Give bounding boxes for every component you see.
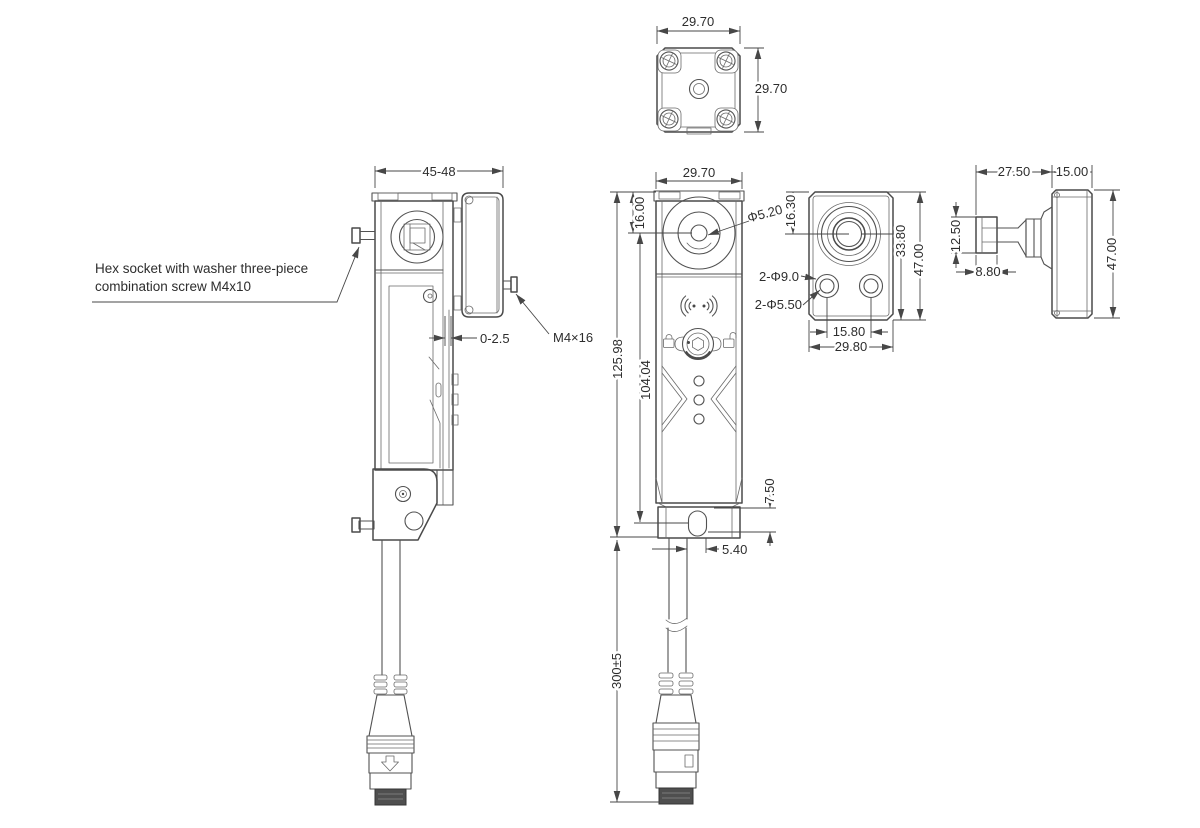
dim-plate-width: 15.00 xyxy=(1056,164,1089,179)
actuator-tongue xyxy=(975,216,998,254)
dim-top-width: 29.70 xyxy=(682,14,715,29)
dim-bracket-offset: 5.40 xyxy=(722,542,747,557)
dim-top-to-lock: 16.00 xyxy=(632,197,647,230)
dim-bracket-hole-height: 7.50 xyxy=(762,478,777,503)
dim-act-center-to-bottom: 33.80 xyxy=(893,225,908,258)
cable xyxy=(381,539,401,676)
dim-plate-height: 47.00 xyxy=(1104,238,1119,271)
dim-act-height: 47.00 xyxy=(911,244,926,277)
actuator-front-view: 16.30 33.80 47.00 2-Φ9.0 2-Φ5.50 15.80 2… xyxy=(752,191,929,357)
dim-side-width-range: 45-48 xyxy=(422,164,455,179)
label-release-hole: Φ5.20 xyxy=(746,202,784,226)
dim-top-depth: 29.70 xyxy=(755,81,788,96)
actuator-side-view: 27.50 15.00 12.50 8.80 47.00 xyxy=(946,162,1122,319)
dim-act-depth: 27.50 xyxy=(998,164,1031,179)
bracket-slot xyxy=(687,510,708,537)
connector-tip xyxy=(374,788,407,806)
label-screw-m4x16: M4×16 xyxy=(553,330,593,345)
bottom-bracket xyxy=(657,506,741,539)
side-mount-screw-top xyxy=(351,227,376,244)
note-line-2: combination screw M4x10 xyxy=(95,279,251,294)
actuator-bell xyxy=(1033,206,1053,270)
bracket-hole xyxy=(404,511,424,531)
lock-closed-icon xyxy=(663,334,675,348)
dim-tongue-height: 12.50 xyxy=(948,220,963,253)
corner-screw-icon xyxy=(656,48,739,132)
dim-hole-spacing: 15.80 xyxy=(833,324,866,339)
led-indicators xyxy=(693,375,705,425)
mount-hole-left xyxy=(814,273,840,299)
front-view: 29.70 16.00 104.04 125.98 300±5 Φ5.20 7.… xyxy=(607,163,787,805)
dim-total-height: 125.98 xyxy=(610,339,625,379)
release-hole xyxy=(690,224,708,242)
cable xyxy=(665,537,688,673)
dim-act-width: 29.80 xyxy=(835,339,868,354)
dim-front-width: 29.70 xyxy=(683,165,716,180)
annotation-note: Hex socket with washer three-piece combi… xyxy=(92,246,360,303)
top-view: 29.70 29.70 xyxy=(656,12,790,135)
mounting-bracket xyxy=(372,468,438,541)
dim-door-gap: 0-2.5 xyxy=(480,331,510,346)
side-mount-screw-bottom xyxy=(351,517,375,533)
note-line-1: Hex socket with washer three-piece xyxy=(95,261,308,276)
orientation-arrow-icon xyxy=(381,755,399,772)
plate-screw-m4 xyxy=(502,276,518,293)
body-screw-icon xyxy=(422,288,438,304)
connector-tip xyxy=(658,787,694,805)
cable-connector xyxy=(652,672,700,805)
side-view: 45-48 0-2.5 M4×16 Hex socket with washer… xyxy=(92,162,596,806)
label-mount-holes-outer: 2-Φ9.0 xyxy=(759,269,799,284)
lock-entry-circle xyxy=(390,210,444,264)
dim-tongue-depth: 8.80 xyxy=(975,264,1000,279)
lock-knob xyxy=(674,327,722,361)
rfid-icon xyxy=(680,295,718,317)
bracket-screw-icon xyxy=(394,485,412,503)
dim-act-top-to-center: 16.30 xyxy=(783,195,798,228)
label-mount-holes-inner: 2-Φ5.50 xyxy=(755,297,802,312)
top-center-hole xyxy=(688,78,710,100)
lock-open-icon xyxy=(723,332,737,348)
mount-hole-right xyxy=(858,273,884,299)
dim-cable-length: 300±5 xyxy=(609,653,624,689)
cable-connector xyxy=(366,674,415,806)
dim-lock-to-bracket: 104.04 xyxy=(638,360,653,400)
actuator-plate-side xyxy=(453,192,504,318)
